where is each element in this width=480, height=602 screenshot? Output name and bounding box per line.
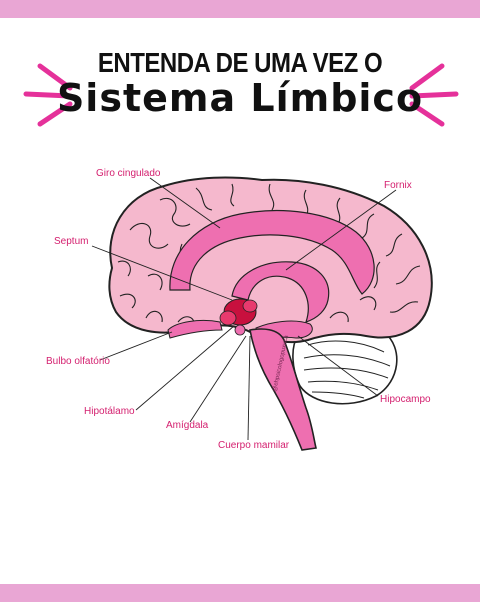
page-title: Sistema Límbico	[56, 76, 424, 120]
top-band	[0, 0, 480, 18]
header-kicker: ENTENDA DE UMA VEZ O	[97, 47, 383, 79]
label-giro-cingulado: Giro cingulado	[96, 168, 161, 179]
left-sparkle-icon	[23, 63, 73, 127]
cerebral-cortex	[108, 176, 433, 344]
cingulate-gyrus	[169, 210, 375, 295]
label-hipocampo: Hipocampo	[380, 394, 431, 405]
deep-structures	[219, 298, 258, 336]
leader-lines	[91, 177, 397, 441]
label-amigdala: Amígdala	[166, 420, 209, 431]
olfactory-bulb	[167, 319, 223, 339]
label-cuerpo-mamilar: Cuerpo mamilar	[218, 440, 290, 451]
limbic-system-diagram: @ehpsicologopuxuca	[91, 176, 433, 451]
label-fornix: Fornix	[384, 180, 412, 191]
label-septum: Septum	[54, 236, 89, 247]
fornix	[231, 261, 330, 323]
label-bulbo-olfatorio: Bulbo olfatório	[46, 356, 110, 367]
right-sparkle-icon	[409, 63, 459, 127]
label-hipotalamo: Hipotálamo	[84, 406, 135, 417]
brainstem	[249, 328, 317, 451]
bottom-band	[0, 584, 480, 602]
